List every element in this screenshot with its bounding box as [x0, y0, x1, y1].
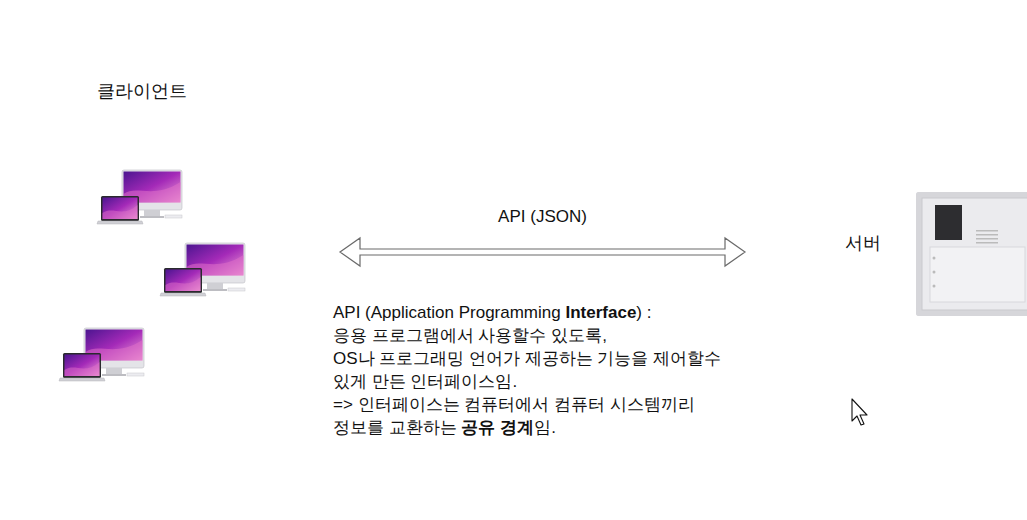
- laptop-computer: [97, 196, 143, 224]
- emphasis-text: 공유 경계: [461, 418, 534, 437]
- client-group: 클라이언트: [55, 75, 340, 395]
- note-line: 있게 만든 인터페이스임.: [333, 370, 721, 393]
- note-line: 응용 프로그램에서 사용할수 있도록,: [333, 324, 721, 347]
- edge-label: API (JSON): [495, 207, 590, 227]
- note-line: API (Application ProgrammingInterface) :: [333, 301, 721, 324]
- note-line: OS나 프로그래밍 언어가 제공하는 기능을 제어할수: [333, 347, 721, 370]
- server-tower: [916, 192, 1027, 316]
- mouse-cursor: [852, 399, 867, 425]
- server-group: 서버: [745, 185, 1027, 320]
- note-text-run: ) :: [636, 303, 651, 322]
- double-arrow: [340, 238, 745, 266]
- note-line: => 인터페이스는 컴퓨터에서 컴퓨터 시스템끼리: [333, 393, 721, 416]
- laptop-computer: [59, 353, 105, 381]
- laptop-computer: [160, 268, 206, 296]
- note-line: 정보를 교환하는공유 경계임.: [333, 416, 721, 439]
- note-text: API (Application ProgrammingInterface) :…: [333, 301, 721, 439]
- node-label: 클라이언트: [97, 75, 340, 103]
- note-text-run: 임.: [534, 418, 556, 437]
- note-text-run: API (Application Programming: [333, 303, 561, 322]
- note-text-run: 있게 만든 인터페이스임.: [333, 372, 517, 391]
- note-text-run: 정보를 교환하는: [333, 418, 457, 437]
- note-text-run: OS나 프로그래밍 언어가 제공하는 기능을 제어할수: [333, 349, 721, 368]
- node-label: 서버: [845, 185, 1027, 255]
- emphasis-text: Interface: [565, 303, 636, 322]
- note-text-run: => 인터페이스는 컴퓨터에서 컴퓨터 시스템끼리: [333, 395, 695, 414]
- note-text-run: 응용 프로그램에서 사용할수 있도록,: [333, 326, 607, 345]
